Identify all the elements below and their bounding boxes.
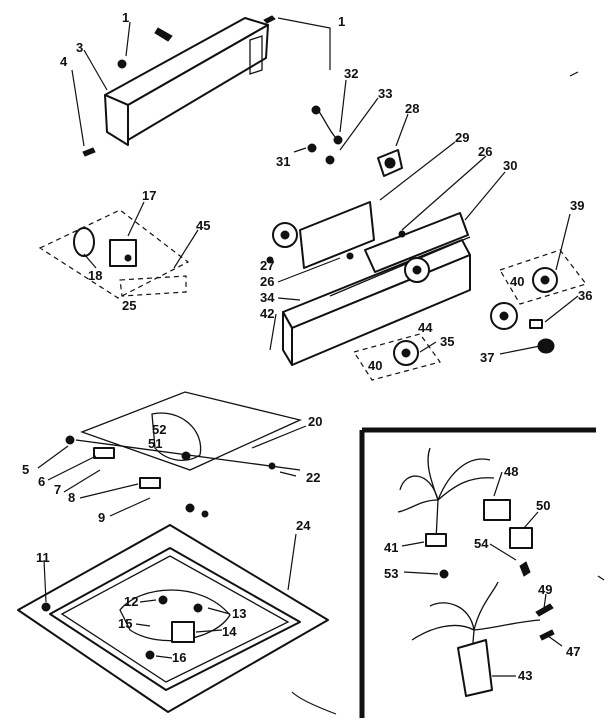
callout-8: 8: [68, 490, 75, 505]
screw-parts: [82, 15, 276, 157]
callout-26: 26: [478, 144, 492, 159]
callout-47: 47: [566, 644, 580, 659]
leader-lines: [419, 213, 579, 355]
callout-36: 36: [578, 288, 592, 303]
callout-30: 30: [503, 158, 517, 173]
callout-1: 1: [338, 14, 345, 29]
callout-52: 52: [152, 422, 166, 437]
callout-9: 9: [98, 510, 105, 525]
callout-49: 49: [538, 582, 552, 597]
leader-lines: [379, 141, 506, 231]
callout-33: 33: [378, 86, 392, 101]
callout-40: 40: [510, 274, 524, 289]
callout-41: 41: [384, 540, 398, 555]
callout-42: 42: [260, 306, 274, 321]
timer-switch-bracket: [266, 201, 430, 283]
callout-24: 24: [296, 518, 311, 533]
wiring-harness-upper: [397, 447, 533, 579]
callout-32: 32: [344, 66, 358, 81]
wiring-inset-frame: [359, 427, 596, 718]
leader-lines: [71, 17, 331, 147]
callout-15: 15: [118, 616, 132, 631]
callout-44: 44: [418, 320, 433, 335]
callout-51: 51: [148, 436, 162, 451]
callout-50: 50: [536, 498, 550, 513]
callout-35: 35: [440, 334, 454, 349]
callout-27: 27: [260, 258, 274, 273]
leader-lines: [401, 471, 563, 677]
callout-17: 17: [142, 188, 156, 203]
leader-lines: [43, 533, 297, 659]
scan-marks: [291, 71, 605, 715]
callout-6: 6: [38, 474, 45, 489]
callout-39: 39: [570, 198, 584, 213]
callout-22: 22: [306, 470, 320, 485]
callout-29: 29: [455, 130, 469, 145]
selector-switch: [353, 249, 588, 381]
callout-53: 53: [384, 566, 398, 581]
callout-5: 5: [22, 462, 29, 477]
cabinet-top-frame: [17, 524, 329, 713]
lid-hinge-assembly: [65, 391, 302, 518]
callout-37: 37: [480, 350, 494, 365]
callout-54: 54: [474, 536, 489, 551]
motor-assembly: [38, 209, 190, 299]
wiring-harness-lower: [411, 581, 555, 697]
callout-18: 18: [88, 268, 102, 283]
callout-12: 12: [124, 594, 138, 609]
callout-16: 16: [172, 650, 186, 665]
callout-45: 45: [196, 218, 210, 233]
callout-34: 34: [260, 290, 275, 305]
callout-28: 28: [405, 101, 419, 116]
callout-4: 4: [60, 54, 68, 69]
leader-lines: [293, 79, 409, 153]
leader-lines: [269, 257, 341, 351]
leader-lines: [83, 201, 199, 269]
callout-31: 31: [276, 154, 290, 169]
callout-40: 40: [368, 358, 382, 373]
leader-lines: [37, 425, 307, 517]
callout-25: 25: [122, 298, 136, 313]
callout-3: 3: [76, 40, 83, 55]
callout-26: 26: [260, 274, 274, 289]
wire-clip-parts: [307, 105, 403, 177]
callout-1: 1: [122, 10, 129, 25]
callout-14: 14: [222, 624, 237, 639]
callout-7: 7: [54, 482, 61, 497]
callout-13: 13: [232, 606, 246, 621]
callout-20: 20: [308, 414, 322, 429]
console-backsplash: [104, 17, 269, 146]
callout-11: 11: [36, 550, 50, 565]
callout-48: 48: [504, 464, 518, 479]
callout-43: 43: [518, 668, 532, 683]
